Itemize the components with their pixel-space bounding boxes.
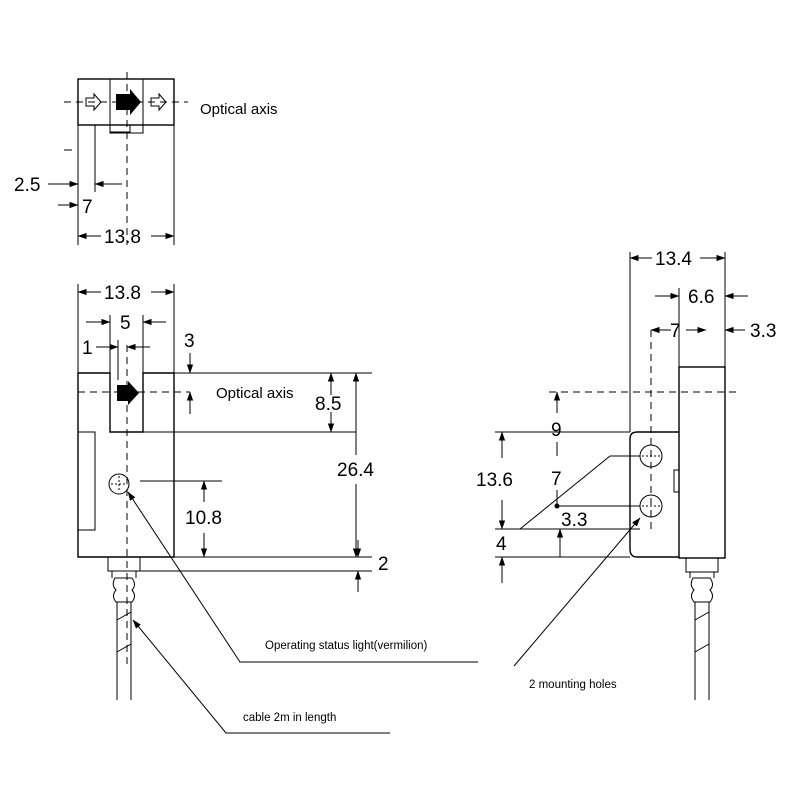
dim-9: 9 — [551, 420, 562, 441]
dim-3: 3 — [184, 331, 195, 352]
side-view: 13.4 6.6 7 3.3 9 7 3.3 13.6 — [476, 249, 776, 700]
dim-3-3-side-mid: 3.3 — [561, 510, 587, 531]
light-arrow-left-icon — [85, 92, 102, 112]
optical-axis-label-front: Optical axis — [216, 385, 294, 402]
dim-26-4: 26.4 — [337, 460, 374, 481]
dim-8-5: 8.5 — [315, 394, 341, 415]
dim-13-8-front: 13.8 — [104, 283, 141, 304]
cable-front — [107, 556, 141, 700]
dim-2: 2 — [378, 554, 389, 575]
light-arrow-right-icon — [150, 92, 167, 112]
status-light-label: Operating status light(vermilion) — [265, 640, 428, 652]
dim-7-side-top: 7 — [670, 321, 681, 342]
dim-13-4: 13.4 — [655, 249, 692, 270]
dim-2-5: 2.5 — [14, 175, 40, 196]
dim-7-top: 7 — [82, 197, 93, 218]
optical-axis-label-top: Optical axis — [200, 101, 278, 118]
dim-3-3-side-top: 3.3 — [750, 321, 776, 342]
light-arrow-front-icon — [117, 381, 139, 405]
cable-side — [685, 557, 719, 700]
dim-1: 1 — [82, 338, 93, 359]
cable-label: cable 2m in length — [243, 712, 336, 724]
top-view: Optical axis 2.5 7 13.8 — [14, 72, 278, 248]
front-view: 13.8 5 1 3 Optical axis 8.5 26.4 10.8 — [77, 283, 478, 734]
dim-5: 5 — [120, 313, 131, 334]
dim-10-8: 10.8 — [185, 508, 222, 529]
status-light-icon — [108, 473, 130, 495]
light-arrow-center-icon — [116, 89, 141, 115]
dim-7-side-mid: 7 — [551, 469, 562, 490]
dim-13-6: 13.6 — [476, 470, 513, 491]
mounting-holes-label: 2 mounting holes — [529, 679, 617, 691]
dim-4: 4 — [496, 534, 507, 555]
dim-6-6: 6.6 — [688, 287, 714, 308]
dim-13-8-top: 13.8 — [104, 227, 141, 248]
